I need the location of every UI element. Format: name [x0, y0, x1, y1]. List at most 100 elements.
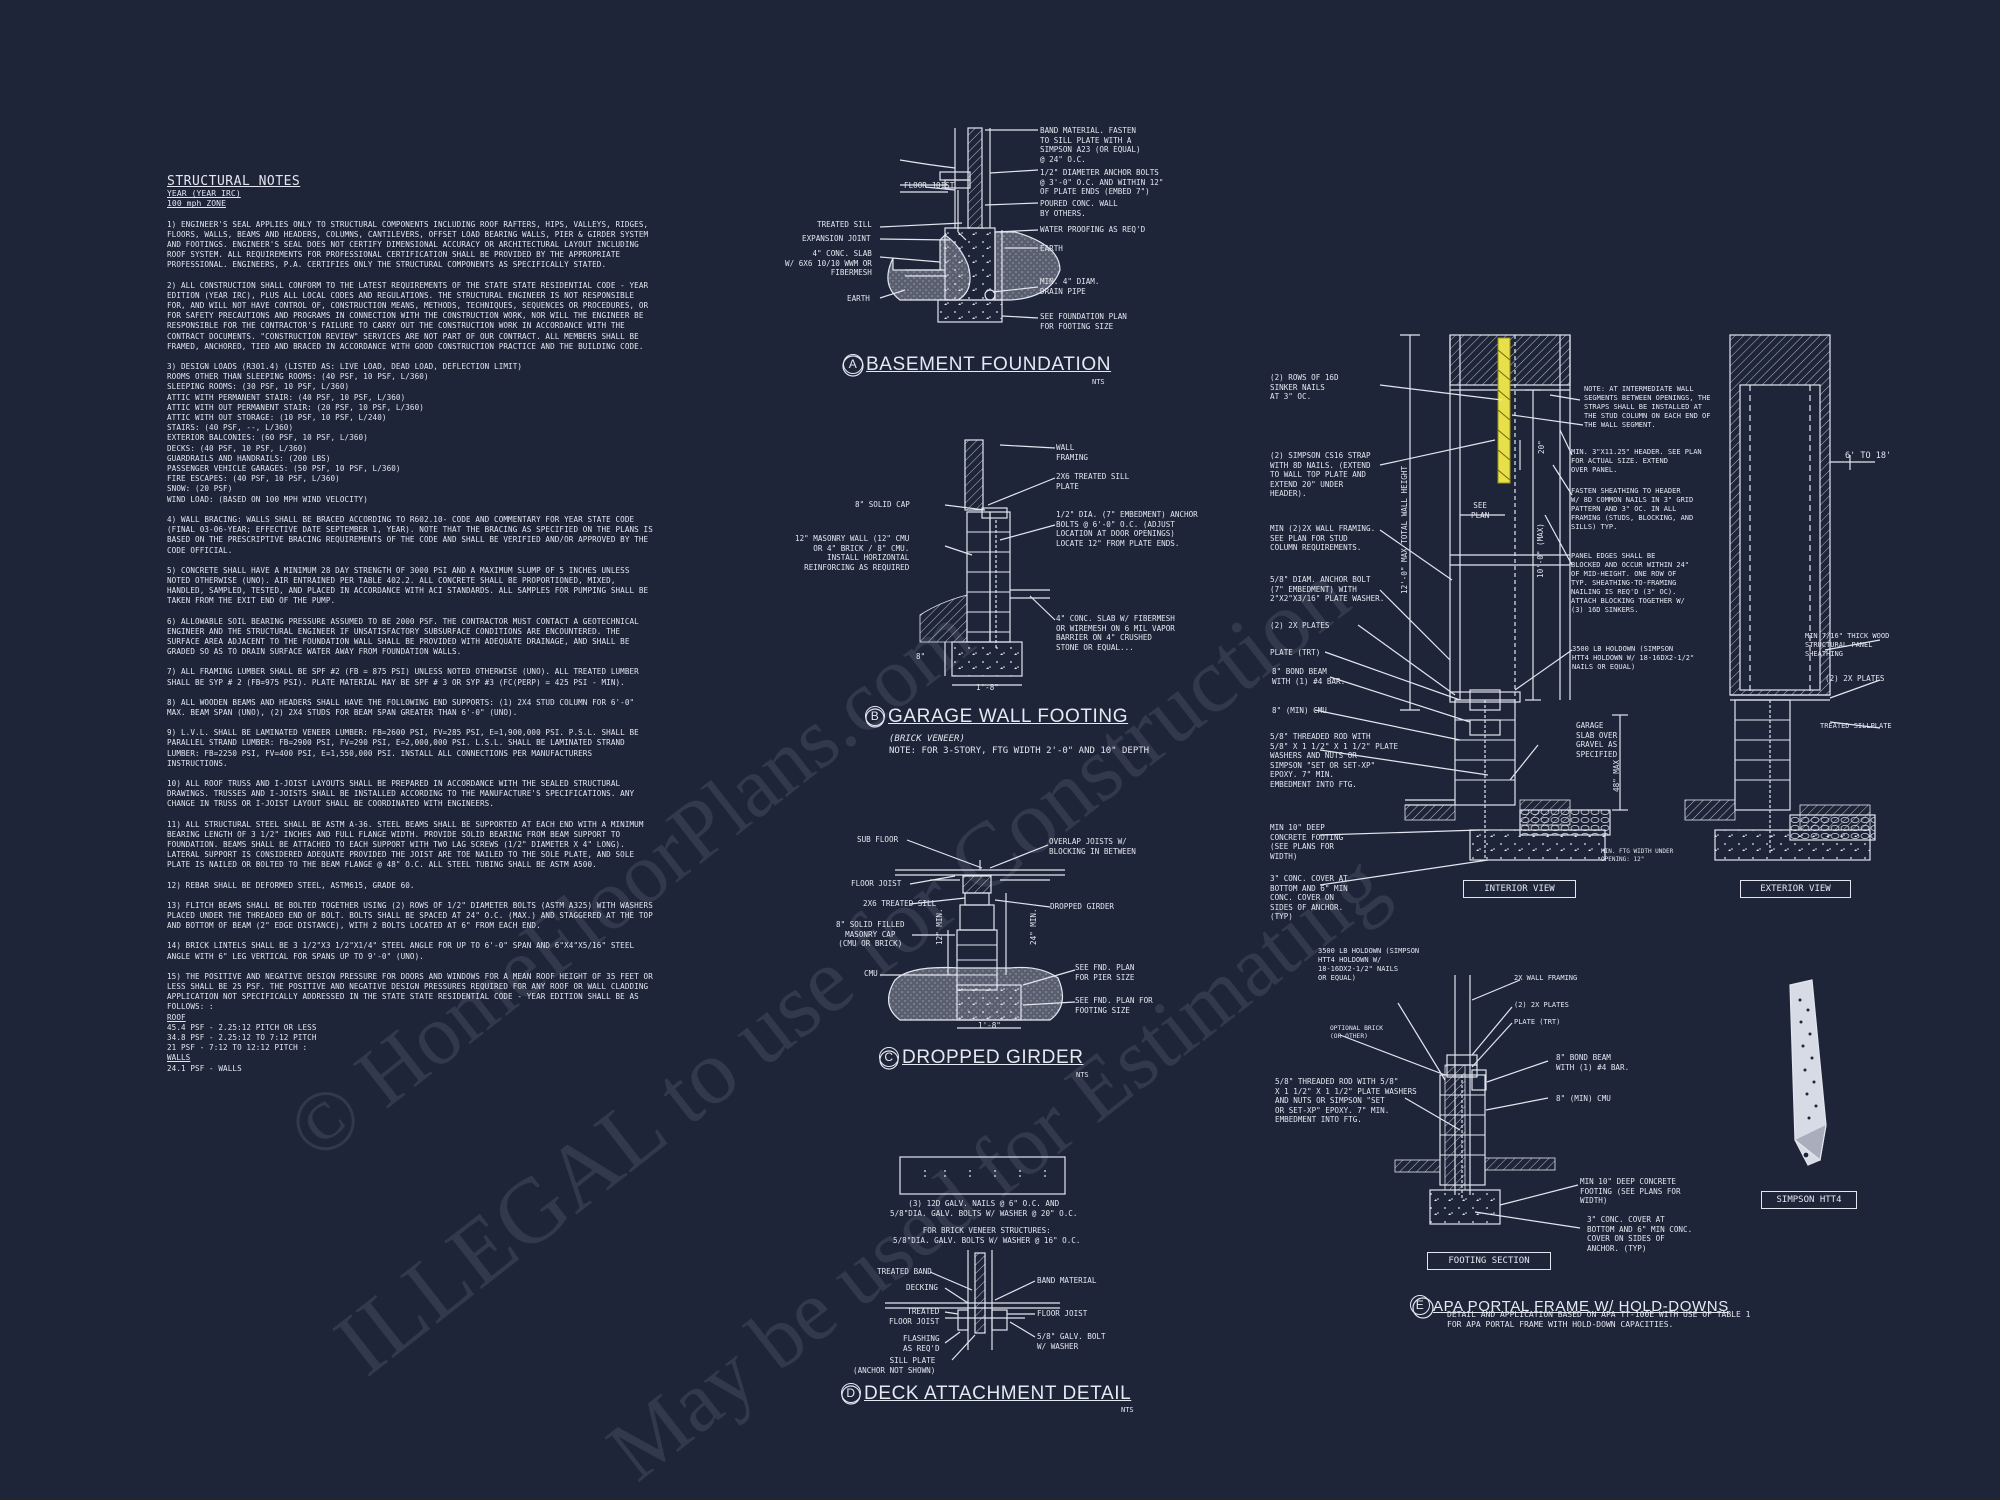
c-label-footing: SEE FND. PLAN FOR FOOTING SIZE — [1075, 996, 1153, 1015]
e-label-dim-20: 20" — [1537, 440, 1546, 454]
e-label-min-ftg: MIN. FTG WIDTH UNDER OPENING: 12" — [1601, 848, 1674, 863]
e-label-rows-nails: (2) ROWS OF 16d SINKER NAILS AT 3" OC. — [1270, 373, 1339, 401]
detail-b-note: NOTE: FOR 3-STORY, FTG WIDTH 2'-0" AND 1… — [889, 746, 1150, 756]
note-3-title: 3) DESIGN LOADS (R301.4) (LISTED AS: LIV… — [167, 362, 523, 372]
fs-label-plates: (2) 2x PLATES — [1514, 1001, 1569, 1009]
load-line: PASSENGER VEHICLE GARAGES: (50 PSF, 10 P… — [167, 464, 401, 474]
load-line: ROOMS OTHER THAN SLEEPING ROOMS: (40 PSF… — [167, 372, 429, 382]
note-15: 15) THE POSITIVE AND NEGATIVE DESIGN PRE… — [167, 971, 653, 1012]
a-label-earth-right: EARTH — [1040, 244, 1063, 253]
e-label-anchor: 5/8" DIAM. ANCHOR BOLT (7" EMBEDMENT) WI… — [1270, 575, 1385, 603]
detail-d-nts: NTS — [1121, 1406, 1134, 1414]
c-label-dim-24: 24" MIN. — [1029, 908, 1038, 945]
d-label-treated-joist: TREATED FLOOR JOIST — [889, 1307, 940, 1326]
structural-notes: STRUCTURAL NOTES YEAR (YEAR IRC) 100 mph… — [167, 174, 657, 1074]
detail-e-desc: DETAIL AND APPLICATION BASED ON APA TT-1… — [1447, 1310, 1751, 1329]
c-label-dim-12: 12" MIN. — [935, 908, 944, 945]
e-label-cmu: 8" (MIN) CMU — [1272, 706, 1327, 715]
load-line: ATTIC WITH OUT PERMANENT STAIR: (20 PSF,… — [167, 402, 424, 412]
a-label-treated-sill: TREATED SILL — [817, 220, 872, 229]
detail-a-nts: NTS — [1092, 378, 1105, 386]
a-label-poured-wall: POURED CONC. WALL BY OTHERS. — [1040, 199, 1118, 218]
e-label-strap: (2) SIMPSON CS16 STRAP WITH 8d NAILS. (E… — [1270, 451, 1371, 498]
load-line: WIND LOAD: (BASED ON 100 MPH WIND VELOCI… — [167, 494, 368, 504]
load-line: ATTIC WITH OUT STORAGE: (10 PSF, 10 PSF,… — [167, 413, 387, 423]
e-label-range: 6' TO 18' — [1845, 451, 1892, 461]
detail-c-marker: C — [879, 1047, 899, 1067]
note-10: 10) ALL ROOF TRUSS AND I-JOIST LAYOUTS S… — [167, 778, 635, 809]
a-label-see-plan: SEE FOUNDATION PLAN FOR FOOTING SIZE — [1040, 312, 1127, 331]
e-label-plate-trt: PLATE (TRT) — [1270, 648, 1321, 657]
detail-e-marker: E — [1410, 1295, 1430, 1315]
detail-a-drawing — [842, 127, 1061, 377]
c-label-solid-cap: 8" SOLID FILLED MASONRY CAP (CMU OR BRIC… — [836, 920, 905, 948]
e-label-holdown: 3500 LB HOLDOWN (SIMPSON HTT4 HOLDOWN W/… — [1572, 645, 1695, 671]
note-4: 4) WALL BRACING: WALLS SHALL BE BRACED A… — [167, 514, 653, 555]
note-5: 5) CONCRETE SHALL HAVE A MINIMUM 28 DAY … — [167, 565, 649, 606]
e-label-cover: 3" CONC. COVER AT BOTTOM AND 6" MIN CONC… — [1270, 874, 1348, 921]
detail-b-drawing — [865, 439, 1056, 728]
interior-view-tag: INTERIOR VIEW — [1463, 880, 1576, 898]
note-9: 9) L.V.L. SHALL BE LAMINATED VENEER LUMB… — [167, 728, 639, 768]
load-line: STAIRS: (40 PSF, --, L/360) — [167, 423, 294, 433]
d-label-brick: FOR BRICK VENEER STRUCTURES: 5/8"dia. GA… — [893, 1226, 1081, 1245]
fs-label-holdown: 3500 LB HOLDOWN (SIMPSON HTT4 HOLDOWN W/… — [1318, 947, 1420, 982]
load-line: SNOW: (20 PSF) — [167, 484, 233, 494]
detail-e-footing-section-drawing — [1339, 975, 1581, 1319]
detail-c-drawing — [879, 839, 1076, 1070]
e-label-osb: MIN 7/16" THICK WOOD STRUCTURAL PANEL SH… — [1805, 632, 1890, 658]
load-line: ATTIC WITH PERMANENT STAIR: (40 PSF, 10 … — [167, 392, 406, 402]
d-label-band-material: BAND MATERIAL — [1037, 1276, 1097, 1285]
e-label-note-wall: NOTE: AT INTERMEDIATE WALL SEGMENTS BETW… — [1584, 385, 1711, 429]
detail-e-interior-drawing — [1314, 334, 1628, 886]
notes-title: STRUCTURAL NOTES — [167, 174, 301, 189]
roof-line: 34.8 PSF - 2.25:12 TO 7:12 PITCH — [167, 1033, 317, 1043]
notes-zone: 100 mph ZONE — [167, 199, 226, 209]
load-line: DECKS: (40 PSF, 10 PSF, L/360) — [167, 443, 308, 453]
a-label-floor-joist: FLOOR JOIST — [904, 181, 955, 190]
detail-b-subtitle: (BRICK VENEER) — [889, 734, 965, 744]
e-label-framing: MIN (2)2X WALL FRAMING. SEE PLAN FOR STU… — [1270, 524, 1376, 552]
e-label-ext-plates: (2) 2x PLATES — [1825, 674, 1885, 683]
e-label-max-height: 12'-0" MAX TOTAL WALL HEIGHT — [1400, 465, 1409, 594]
d-label-sill-plate: SILL PLATE (ANCHOR NOT SHOWN) — [853, 1356, 936, 1375]
d-label-decking: DECKING — [906, 1283, 939, 1292]
c-label-sub-floor: SUB FLOOR — [857, 835, 899, 844]
a-label-expansion-joint: EXPANSION JOINT — [802, 234, 871, 243]
e-label-ext-sill: TREATED SILLPLATE — [1820, 722, 1892, 730]
e-label-see-plan: SEE PLAN — [1471, 501, 1490, 520]
c-label-overlap: OVERLAP JOISTS W/ BLOCKING IN BETWEEN — [1049, 837, 1136, 856]
simpson-htt4-tag: SIMPSON HTT4 — [1761, 1191, 1857, 1209]
c-label-pier: SEE FND. PLAN FOR PIER SIZE — [1075, 963, 1135, 982]
detail-e-title-text: APA PORTAL FRAME W/ HOLD-DOWNS — [1433, 1298, 1729, 1315]
note-6: 6) ALLOWABLE SOIL BEARING PRESSURE ASSUM… — [167, 616, 639, 657]
detail-a-title-text: BASEMENT FOUNDATION — [866, 354, 1112, 375]
b-label-masonry: 12" MASONRY WALL (12" CMU OR 4" BRICK / … — [795, 534, 910, 572]
e-label-garage-slab: GARAGE SLAB OVER GRAVEL AS SPECIFIED — [1576, 721, 1618, 759]
a-label-drain: MIN. 4" DIAM. DRAIN PIPE — [1040, 277, 1100, 296]
roof-line: 45.4 PSF - 2.25:12 PITCH OR LESS — [167, 1022, 317, 1032]
fs-label-rod: 5/8" THREADED ROD WITH 5/8" x 1 1/2" x 1… — [1275, 1077, 1417, 1124]
e-label-footing: MIN 10" DEEP CONCRETE FOOTING (SEE PLANS… — [1270, 823, 1344, 861]
a-label-band: BAND MATERIAL. FASTEN TO SILL PLATE WITH… — [1040, 126, 1141, 164]
e-label-panel-edges: PANEL EDGES SHALL BE BLOCKED AND OCCUR W… — [1571, 552, 1690, 614]
a-label-slab: 4" CONC. SLAB w/ 6x6 10/10 WWM OR FIBERM… — [785, 249, 872, 277]
note-7: 7) ALL FRAMING LUMBER SHALL BE SPF #2 (F… — [167, 667, 639, 687]
load-line: GUARDRAILS AND HANDRAILS: (200 LBS) — [167, 453, 331, 463]
a-label-earth-left: EARTH — [847, 294, 870, 303]
detail-d-drawing — [841, 1156, 1066, 1405]
fs-label-footing: MIN 10" DEEP CONCRETE FOOTING (SEE PLANS… — [1580, 1177, 1681, 1205]
note-14: 14) BRICK LINTELS SHALL BE 3 1/2"x3 1/2"… — [167, 941, 635, 961]
b-label-wall-framing: WALL FRAMING — [1056, 443, 1089, 462]
e-label-header: MIN. 3"x11.25" HEADER. SEE PLAN FOR ACTU… — [1571, 448, 1702, 474]
e-label-plates: (2) 2x PLATES — [1270, 621, 1330, 630]
b-label-solid-cap: 8" SOLID CAP — [855, 500, 910, 509]
e-label-max-48: 48" MAX — [1612, 759, 1621, 792]
c-label-cmu: CMU — [864, 969, 878, 978]
b-label-anchor: 1/2" DIA. (7" EMBEDMENT) ANCHOR BOLTS @ … — [1056, 510, 1198, 548]
b-label-width: 1'-8" — [976, 683, 999, 692]
e-label-rod: 5/8" THREADED ROD WITH 5/8" x 1 1/2" x 1… — [1270, 732, 1399, 789]
